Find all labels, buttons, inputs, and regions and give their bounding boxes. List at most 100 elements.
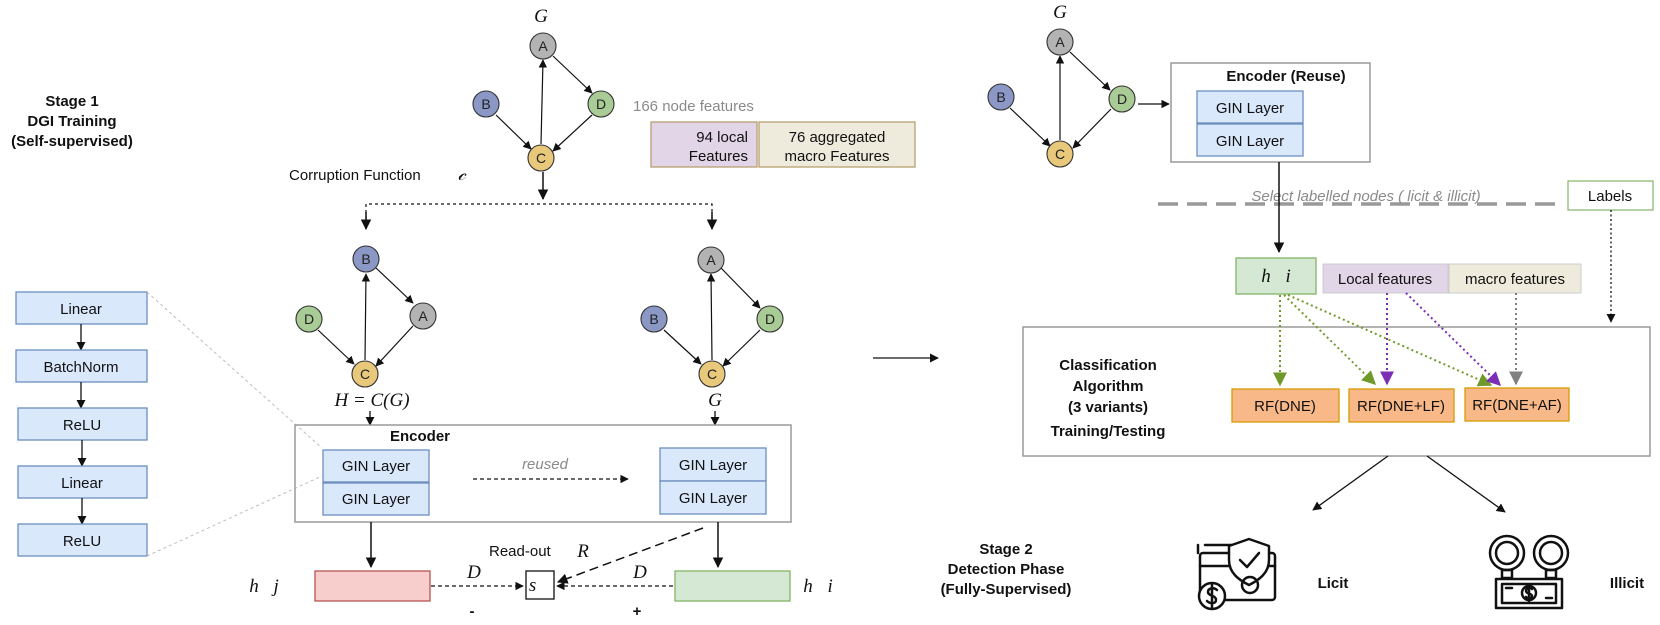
gin-layer-label: GIN Layer (342, 458, 410, 475)
negative-sign: - (470, 603, 475, 620)
positive-embedding-box (674, 570, 791, 602)
macro-features-box (758, 121, 916, 168)
encoder-reuse-title: Encoder (Reuse) (1226, 68, 1345, 85)
encoder-reuse: Encoder (Reuse) GIN Layer GIN Layer (1170, 62, 1371, 163)
gin-layer-box (322, 482, 430, 516)
negative-embedding-box (314, 570, 431, 602)
licit-label: Licit (1318, 575, 1349, 592)
graph-node-b (640, 305, 668, 333)
rf-variant-label: RF(DNE) (1254, 398, 1316, 415)
input-graph-label: G (534, 6, 548, 27)
graph-node-c (527, 144, 555, 172)
gin-layer-box (322, 449, 430, 483)
stage1-title: Stage 1 DGI Training (Self-supervised) (11, 93, 133, 150)
graph-node-c-label: C (360, 366, 370, 382)
macro-features-input-label: macro features (1465, 271, 1565, 288)
graph-edge (1072, 108, 1112, 149)
embedding-box (1235, 257, 1317, 295)
classification-line4: Training/Testing (1051, 423, 1166, 440)
stage2-graph: G A B C D (987, 2, 1170, 168)
graph-edge (375, 267, 414, 304)
local-features-line1: 94 local (696, 129, 748, 146)
negative-embedding-label: h⃗j (249, 576, 279, 597)
stage1-title-line1: Stage 1 (45, 93, 98, 110)
graph-edge (663, 329, 702, 365)
rf-variant-label: RF(DNE+AF) (1472, 397, 1562, 414)
corrupted-graph-label: H = C(G) (333, 390, 409, 411)
graph-node-a (529, 32, 557, 60)
rf-variant-label: RF(DNE+LF) (1357, 398, 1445, 415)
gin-layer-box (1196, 123, 1304, 157)
node-features: 166 node features 94 local Features 76 a… (633, 98, 916, 168)
local-features-box (650, 121, 758, 168)
graph-edge (1069, 51, 1111, 91)
graph-node-c-label: C (1055, 146, 1065, 162)
graph-edge (552, 114, 593, 152)
graph-node-d (756, 305, 784, 333)
positive-sign: + (633, 603, 642, 620)
graph-node-c (1046, 140, 1074, 168)
node-selection: Select labelled nodes ( licit & illicit)… (1158, 162, 1654, 323)
discriminator-label-neg: D (466, 562, 481, 583)
embedding-label: h⃗i (1261, 266, 1291, 287)
clean-graph: A B C D G (640, 246, 784, 426)
gin-layer-label: GIN Layer (679, 457, 747, 474)
graph-node-c-label: C (707, 366, 717, 382)
node-features-caption: 166 node features (633, 98, 754, 115)
graph-edge (361, 273, 371, 361)
illicit-label: Illicit (1610, 575, 1644, 592)
graph-node-b-label: B (361, 251, 370, 267)
mlp-layer-label: Linear (61, 475, 103, 492)
gin-layer-box (659, 480, 767, 515)
stage1-title-line3: (Self-supervised) (11, 133, 133, 150)
classification-line1: Classification (1059, 357, 1157, 374)
graph-edge (495, 114, 532, 150)
labels-text: Labels (1588, 188, 1632, 205)
zoom-guide-line (146, 475, 323, 557)
graph-node-d (1108, 85, 1136, 113)
graph-node-d-label: D (765, 311, 775, 327)
rf-variant-box (1464, 387, 1570, 422)
input-graph: G A B C D (472, 6, 615, 172)
handcuffs-money-icon (1488, 534, 1570, 610)
embedding-to-rf-dne-lf-arrow (1283, 294, 1377, 385)
mlp-layer-label: BatchNorm (43, 359, 118, 376)
rf-variant-box (1348, 388, 1455, 423)
graph-edge (552, 55, 593, 94)
graph-node-a (697, 246, 725, 274)
local-to-rf-dne-af-arrow (1405, 292, 1502, 386)
licit-output-arrow (1312, 455, 1389, 511)
graph-node-a-label: A (538, 38, 548, 54)
mlp-stack: Linear BatchNorm ReLU Linear ReLU (15, 291, 323, 557)
corruption-function: Corruption Function 𝒸 (289, 164, 718, 231)
graph-node-c (351, 360, 379, 388)
gin-layer-label: GIN Layer (1216, 100, 1284, 117)
encoder: Encoder GIN Layer GIN Layer reused GIN L… (294, 424, 792, 523)
local-features-input-label: Local features (1338, 271, 1432, 288)
encoder-reuse-frame (1170, 62, 1371, 163)
stage2-title-line1: Stage 2 (979, 541, 1032, 558)
corrupted-graph: B D C A H = C(G) (295, 245, 437, 426)
classification-line2: Algorithm (1073, 378, 1144, 395)
graph-node-b-label: B (481, 96, 490, 112)
macro-features-line2: macro Features (784, 148, 889, 165)
classification-line3: (3 variants) (1068, 399, 1148, 416)
gin-layer-label: GIN Layer (1216, 133, 1284, 150)
clean-graph-label: G (708, 390, 722, 411)
graph-edge (720, 267, 761, 309)
mlp-layer-box (17, 523, 148, 557)
stage2-title-line3: (Fully-Supervised) (941, 581, 1072, 598)
graph-node-a (409, 302, 437, 330)
graph-node-a (1046, 28, 1074, 56)
graph-node-c-label: C (536, 150, 546, 166)
graph-edge (722, 329, 761, 367)
graph-node-d-label: D (1117, 91, 1127, 107)
gin-layer-label: GIN Layer (679, 490, 747, 507)
graph-node-a-label: A (1055, 34, 1065, 50)
mlp-layer-label: ReLU (63, 533, 101, 550)
summary-vector-symbol: s⃗ (529, 575, 551, 596)
gin-layer-label: GIN Layer (342, 491, 410, 508)
stage2-graph-label: G (1053, 2, 1067, 23)
gin-layer-box (1196, 90, 1304, 124)
summary-vector-box (525, 570, 555, 600)
